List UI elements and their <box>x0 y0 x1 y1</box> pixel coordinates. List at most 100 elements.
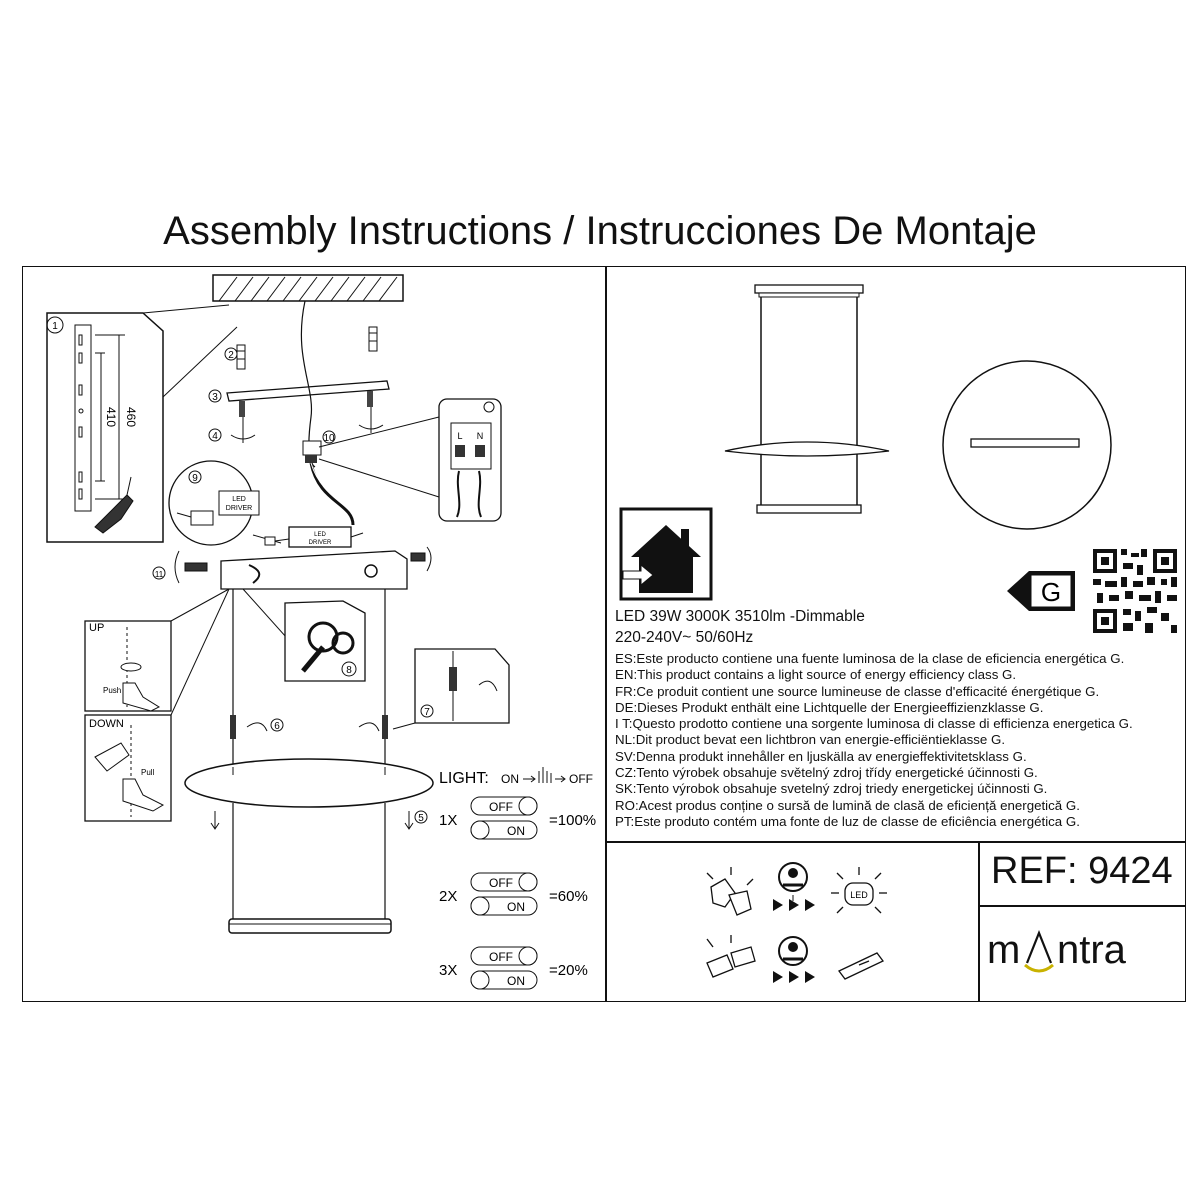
light-off-label: OFF <box>569 772 593 786</box>
efficiency-text-fr: FR:Ce produit contient une source lumine… <box>615 683 1100 699</box>
step-3-label: 3 <box>212 392 218 403</box>
light-on-label: ON <box>501 772 519 786</box>
row2-off: OFF <box>489 876 513 890</box>
step-4-label: 4 <box>212 431 218 442</box>
efficiency-text-list: ES:Este producto contiene una fuente lum… <box>615 651 1133 830</box>
wall-plug-icon <box>236 326 378 370</box>
step-5-label: 5 <box>418 813 424 824</box>
row1-on: ON <box>507 824 525 838</box>
efficiency-text-de: DE:Dieses Produkt enthält eine Lichtquel… <box>615 699 1044 715</box>
step-10-label: 10 <box>323 433 335 444</box>
efficiency-text-sk: SK:Tento výrobok obsahuje svetelný zdroj… <box>615 781 1048 797</box>
step-6-label: 6 <box>274 721 280 732</box>
ref-number: REF: 9424 <box>991 849 1173 893</box>
assembly-diagram: 1 460 410 2 3 4 10 <box>46 274 596 990</box>
step-1-label: 1 <box>52 321 58 332</box>
efficiency-text-cz: CZ:Tento výrobek obsahuje světelný zdroj… <box>615 765 1038 781</box>
brand-divider <box>978 905 1185 907</box>
bottom-divider <box>605 841 1185 843</box>
canopy-plate-icon <box>220 550 408 590</box>
lamp-shade-icon <box>184 758 434 934</box>
row1-count: 1X <box>439 812 457 829</box>
recycle-person-icon-2 <box>778 936 808 966</box>
driver-unit-icon <box>838 952 884 980</box>
mantra-logo-icon: m ntra <box>987 928 1127 973</box>
brand-left: m <box>987 928 1020 972</box>
indoor-use-house-icon <box>619 507 713 601</box>
step-2-label: 2 <box>228 350 234 361</box>
arrow-sequence-icon <box>773 899 815 911</box>
side-screw-icon <box>174 546 432 584</box>
led-light-icon <box>831 867 887 914</box>
efficiency-text-pt: PT:Este produto contém uma fonte de luz … <box>615 813 1080 829</box>
up-label: UP <box>89 622 104 634</box>
page-title: Assembly Instructions / Instrucciones De… <box>163 209 1037 253</box>
light-label: LIGHT: <box>439 770 489 787</box>
down-label: DOWN <box>89 718 124 730</box>
dimension-outer: 460 <box>124 407 138 427</box>
row3-count: 3X <box>439 962 457 979</box>
cable-adjust-up-icon <box>84 588 230 712</box>
terminal-n-label: N <box>477 431 484 441</box>
lamp-top-view-icon <box>942 360 1112 530</box>
brand-logo: m ntra <box>987 919 1181 979</box>
row1-result: =100% <box>549 812 596 829</box>
efficiency-text-es: ES:Este producto contiene una fuente lum… <box>615 651 1125 666</box>
lamp-side-view-icon <box>724 284 890 514</box>
switch-cycle-icon <box>538 767 552 783</box>
row2-result: =60% <box>549 888 588 905</box>
dimension-inner: 410 <box>104 407 118 427</box>
efficiency-text-en: EN:This product contains a light source … <box>615 667 1017 683</box>
cable-lock-detail-icon <box>242 588 366 682</box>
driver-label-1: LED <box>314 532 326 538</box>
terminal-detail-icon <box>438 398 502 522</box>
row3-result: =20% <box>549 962 588 979</box>
driver-label-2: DRIVER <box>309 540 332 546</box>
ref-divider <box>978 841 980 1001</box>
disposal-icons: LED <box>706 862 887 983</box>
row2-count: 2X <box>439 888 457 905</box>
energy-class-letter: G <box>1041 577 1061 607</box>
energy-class-arrow-icon <box>1007 571 1075 611</box>
step-8-label: 8 <box>346 665 352 676</box>
efficiency-text-sv: SV:Denna produkt innehåller en ljuskälla… <box>615 748 1027 764</box>
qr-code-icon[interactable] <box>1091 547 1179 635</box>
cable-adjust-down-icon <box>84 588 230 822</box>
row2-on: ON <box>507 900 525 914</box>
ceiling-hatch-icon <box>212 274 404 302</box>
panel-divider <box>605 267 607 1001</box>
screwdriver-rotate-icon <box>230 407 384 443</box>
ref-label: REF: <box>991 850 1078 892</box>
mounting-bar-icon <box>226 380 390 417</box>
recycle-person-icon <box>778 862 808 901</box>
broken-bulb-icon <box>706 867 754 916</box>
push-label: Push <box>103 686 121 695</box>
step-11-label: 11 <box>155 570 164 579</box>
brand-right: ntra <box>1057 928 1127 972</box>
led-icon-label: LED <box>850 890 868 900</box>
connector-block-icon <box>302 440 322 463</box>
broken-driver-icon <box>706 935 756 978</box>
spec-line-1: LED 39W 3000K 3510lm -Dimmable <box>615 608 865 625</box>
instruction-sheet: 1 460 410 2 3 4 10 <box>22 266 1186 1002</box>
terminal-l-label: L <box>457 431 462 441</box>
driver-detail-icon <box>168 460 282 546</box>
row1-off: OFF <box>489 800 513 814</box>
row3-off: OFF <box>489 950 513 964</box>
driver-detail-label-2: DRIVER <box>226 505 252 512</box>
led-driver-icon <box>264 526 364 548</box>
spec-line-2: 220-240V~ 50/60Hz <box>615 629 754 646</box>
efficiency-text-nl: NL:Dit product bevat een lichtbron van e… <box>615 732 1006 748</box>
efficiency-text-ro: RO:Acest produs conține o sursă de lumin… <box>615 797 1080 813</box>
pull-label: Pull <box>141 768 155 777</box>
arrow-sequence-icon-2 <box>773 971 815 983</box>
efficiency-text-it: I T:Questo prodotto contiene una sorgent… <box>615 716 1133 732</box>
cable-grip-detail-icon <box>392 648 510 730</box>
step-7-label: 7 <box>424 707 430 718</box>
step-9-label: 9 <box>192 473 198 484</box>
product-drawing: G <box>619 284 1179 635</box>
driver-detail-label-1: LED <box>232 496 246 503</box>
ref-value: 9424 <box>1088 850 1173 892</box>
row3-on: ON <box>507 974 525 988</box>
drill-template-icon <box>46 304 238 543</box>
